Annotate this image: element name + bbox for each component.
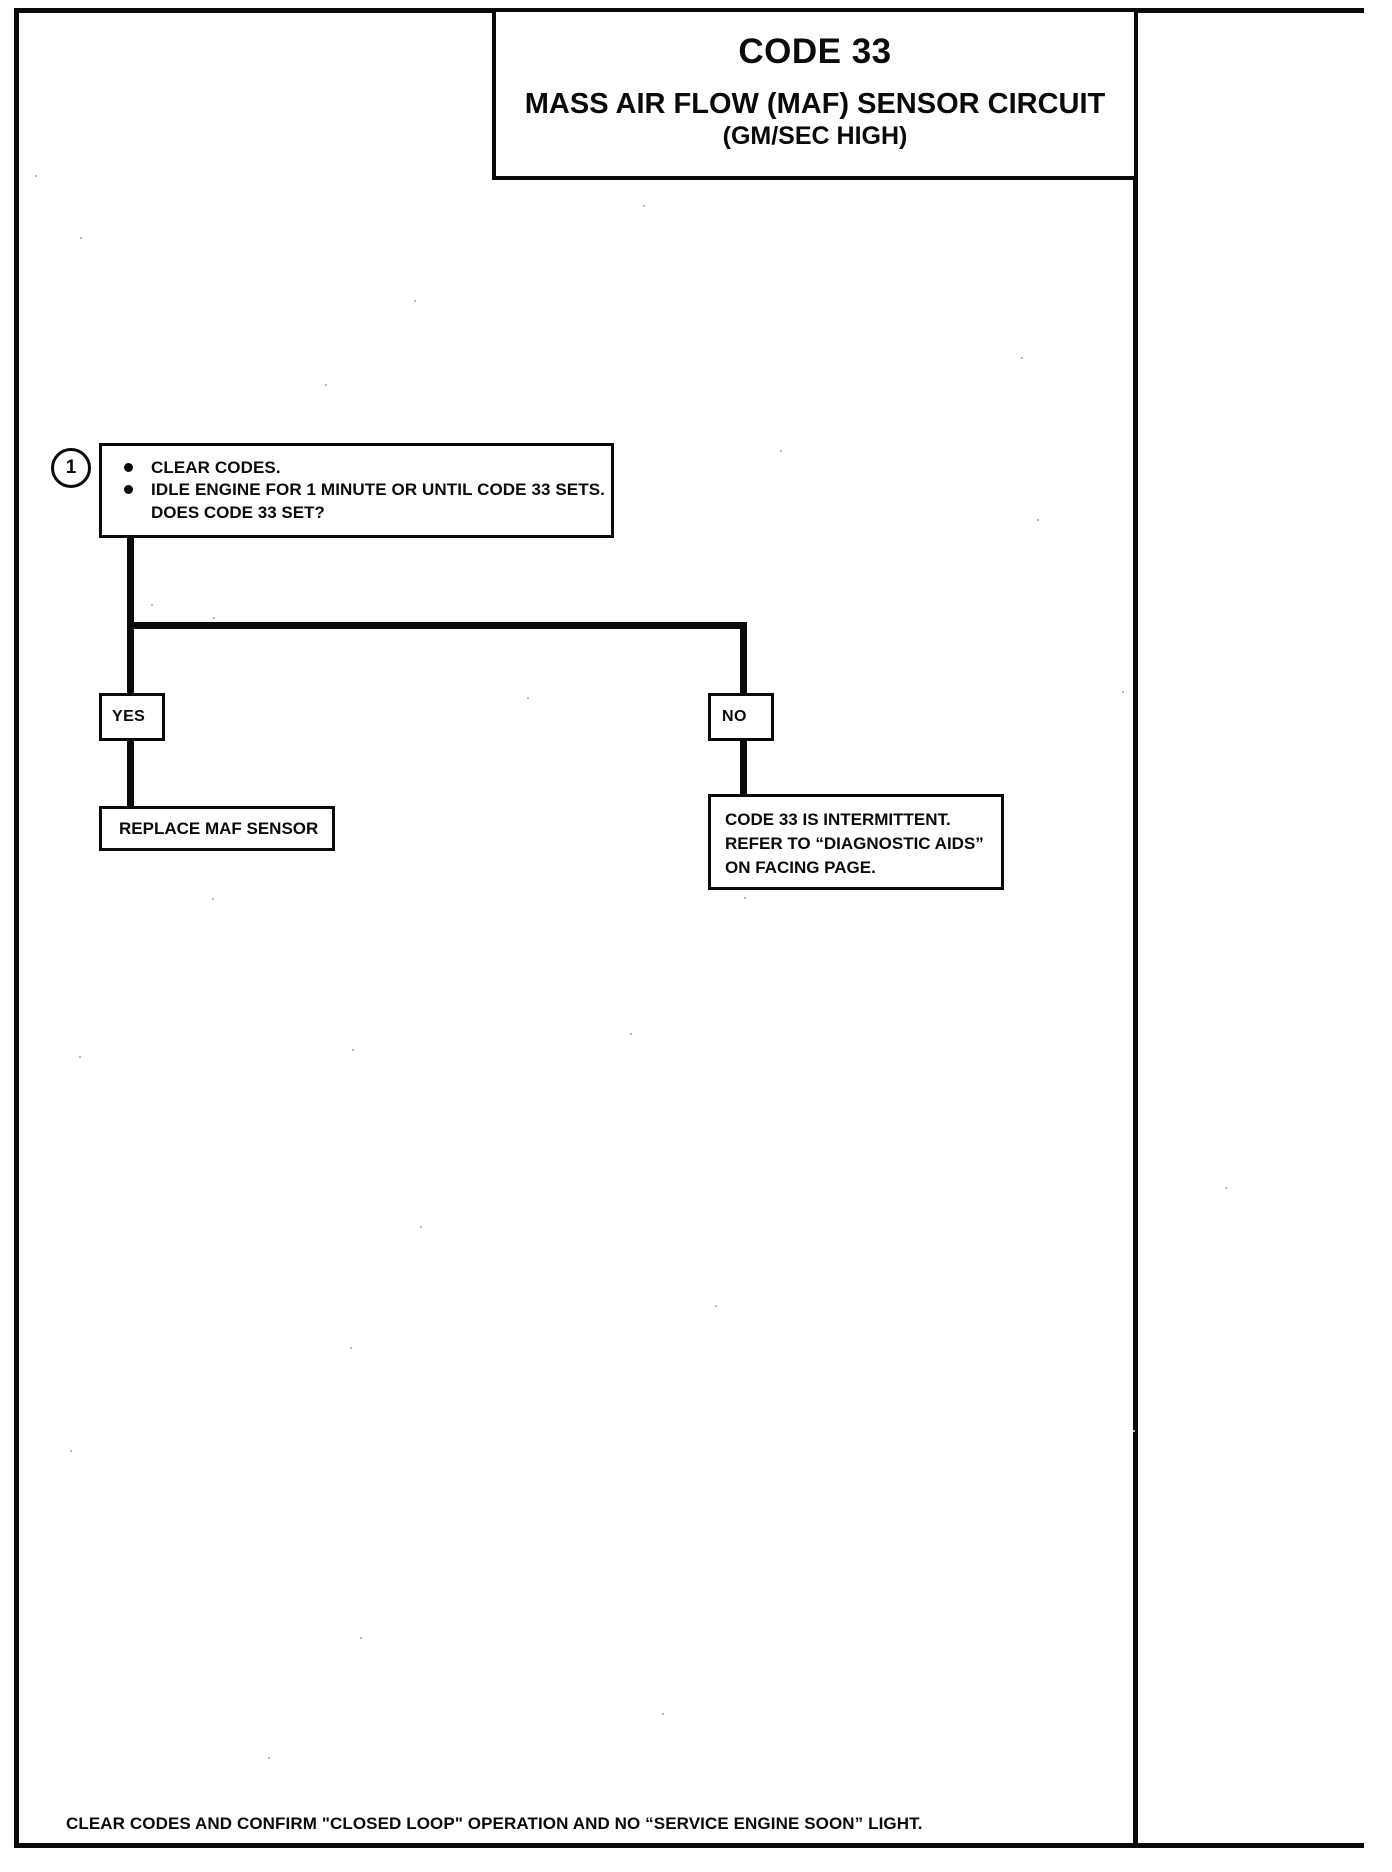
branch-yes-box: YES xyxy=(99,693,165,741)
scan-speckle xyxy=(70,1450,72,1452)
connector-no-to-result xyxy=(740,738,747,797)
step-1-bullet-1: CLEAR CODES. xyxy=(124,457,611,479)
scan-speckle xyxy=(80,237,82,239)
connector-yes-to-result xyxy=(127,738,134,809)
connector-no-down xyxy=(740,622,747,696)
step-number-badge: 1 xyxy=(51,448,91,488)
scan-speckle xyxy=(1037,519,1039,521)
page-border-left xyxy=(14,8,19,1848)
page-border-right xyxy=(1133,8,1138,1848)
branch-no-box: NO xyxy=(708,693,774,741)
step-1-bullet-2: IDLE ENGINE FOR 1 MINUTE OR UNTIL CODE 3… xyxy=(124,479,611,501)
connector-branch-horizontal xyxy=(127,622,747,629)
yes-result-box: REPLACE MAF SENSOR xyxy=(99,806,335,851)
branch-yes-label: YES xyxy=(112,708,146,725)
no-result-box: CODE 33 IS INTERMITTENT. REFER TO “DIAGN… xyxy=(708,794,1004,890)
footer-note: CLEAR CODES AND CONFIRM "CLOSED LOOP" OP… xyxy=(66,1814,923,1833)
scan-speckle xyxy=(527,697,529,699)
connector-step1-down xyxy=(127,536,134,628)
scan-speckle xyxy=(715,1305,717,1307)
scan-speckle xyxy=(79,1056,81,1058)
no-result-line-1: CODE 33 IS INTERMITTENT. xyxy=(725,810,951,829)
scan-speckle xyxy=(268,1757,270,1759)
scan-speckle xyxy=(352,1049,354,1051)
no-result-line-3: ON FACING PAGE. xyxy=(725,858,876,878)
step-1-bullet-2-text: IDLE ENGINE FOR 1 MINUTE OR UNTIL CODE 3… xyxy=(151,480,605,500)
scan-speckle xyxy=(662,1713,664,1715)
scan-speckle xyxy=(630,1033,632,1035)
page-title-main: MASS AIR FLOW (MAF) SENSOR CIRCUIT xyxy=(524,87,1106,120)
scan-speckle xyxy=(212,898,214,900)
title-block: CODE 33 MASS AIR FLOW (MAF) SENSOR CIRCU… xyxy=(492,8,1138,180)
scan-speckle xyxy=(643,205,645,207)
scan-speckle xyxy=(1133,1430,1135,1432)
page-border-bottom xyxy=(14,1843,1364,1848)
bullet-icon xyxy=(124,485,133,495)
no-result-line-2: REFER TO “DIAGNOSTIC AIDS” xyxy=(725,834,984,854)
scan-speckle xyxy=(1021,357,1023,359)
bullet-icon xyxy=(124,463,133,472)
yes-result-text: REPLACE MAF SENSOR xyxy=(119,818,319,838)
scan-speckle xyxy=(325,384,327,386)
scan-speckle xyxy=(414,300,416,302)
scan-speckle xyxy=(1122,691,1124,693)
page-title-code: CODE 33 xyxy=(738,32,892,71)
scan-speckle xyxy=(350,1347,352,1349)
step-1-box: CLEAR CODES. IDLE ENGINE FOR 1 MINUTE OR… xyxy=(99,443,614,538)
scan-speckle xyxy=(780,450,782,452)
scan-speckle xyxy=(35,175,37,177)
branch-no-label: NO xyxy=(722,708,747,725)
connector-yes-down xyxy=(127,622,134,696)
scan-speckle xyxy=(1225,1187,1227,1189)
scan-speckle xyxy=(360,1637,362,1639)
scan-speckle xyxy=(213,617,215,619)
scan-speckle xyxy=(744,897,746,899)
step-1-question-text: DOES CODE 33 SET? xyxy=(151,502,325,522)
scan-speckle xyxy=(420,1226,422,1228)
step-1-bullet-1-text: CLEAR CODES. xyxy=(151,458,281,477)
page-title-subtitle: (GM/SEC HIGH) xyxy=(722,122,908,151)
scan-speckle xyxy=(151,604,153,606)
